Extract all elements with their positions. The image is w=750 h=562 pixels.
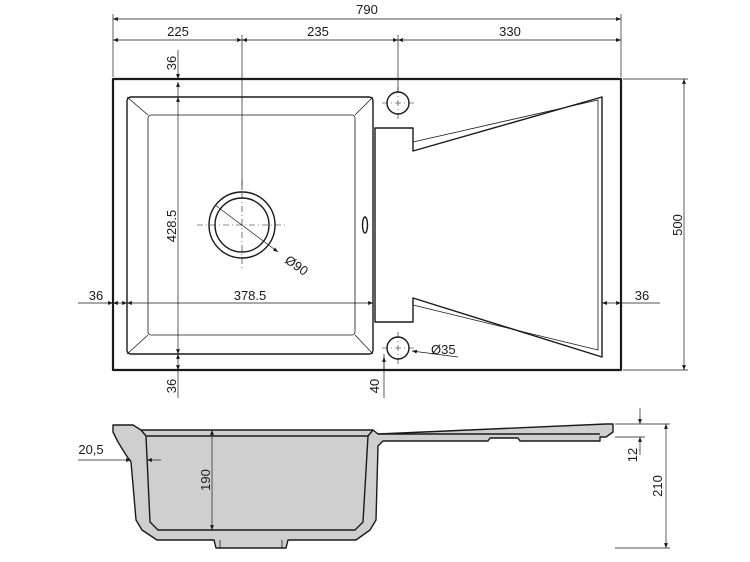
top-view <box>78 14 688 398</box>
label-total-width: 500 <box>670 214 685 236</box>
label-bowl-height: 428.5 <box>164 210 179 243</box>
dimension-labels: 790 225 235 330 500 36 428.5 36 40 36 37… <box>78 2 685 497</box>
bowl <box>126 96 374 355</box>
label-bowl-width: 378.5 <box>234 288 267 303</box>
label-drainer-length: 330 <box>499 24 521 39</box>
label-top-rim: 36 <box>164 56 179 70</box>
label-bowl-offset: 225 <box>167 24 189 39</box>
label-total-height: 210 <box>650 475 665 497</box>
label-tap-hole-diameter: Ø35 <box>431 342 456 357</box>
label-drain-diameter: Ø90 <box>282 252 311 278</box>
label-bowl-depth: 190 <box>198 469 213 491</box>
label-right-rim: 36 <box>635 288 649 303</box>
tap-hole-bottom <box>382 332 459 364</box>
side-section <box>112 423 614 549</box>
label-tap-offset: 40 <box>367 379 382 393</box>
label-drainer-thickness: 12 <box>625 448 640 462</box>
label-left-rim: 36 <box>89 288 103 303</box>
side-view <box>78 408 670 549</box>
drain-hole <box>197 180 287 270</box>
label-bottom-rim: 36 <box>164 379 179 393</box>
label-rim-thickness: 20,5 <box>78 442 103 457</box>
label-total-length: 790 <box>356 2 378 17</box>
drainer <box>374 96 603 358</box>
sink-outline <box>111 77 623 372</box>
label-bowl-to-tap: 235 <box>307 24 329 39</box>
